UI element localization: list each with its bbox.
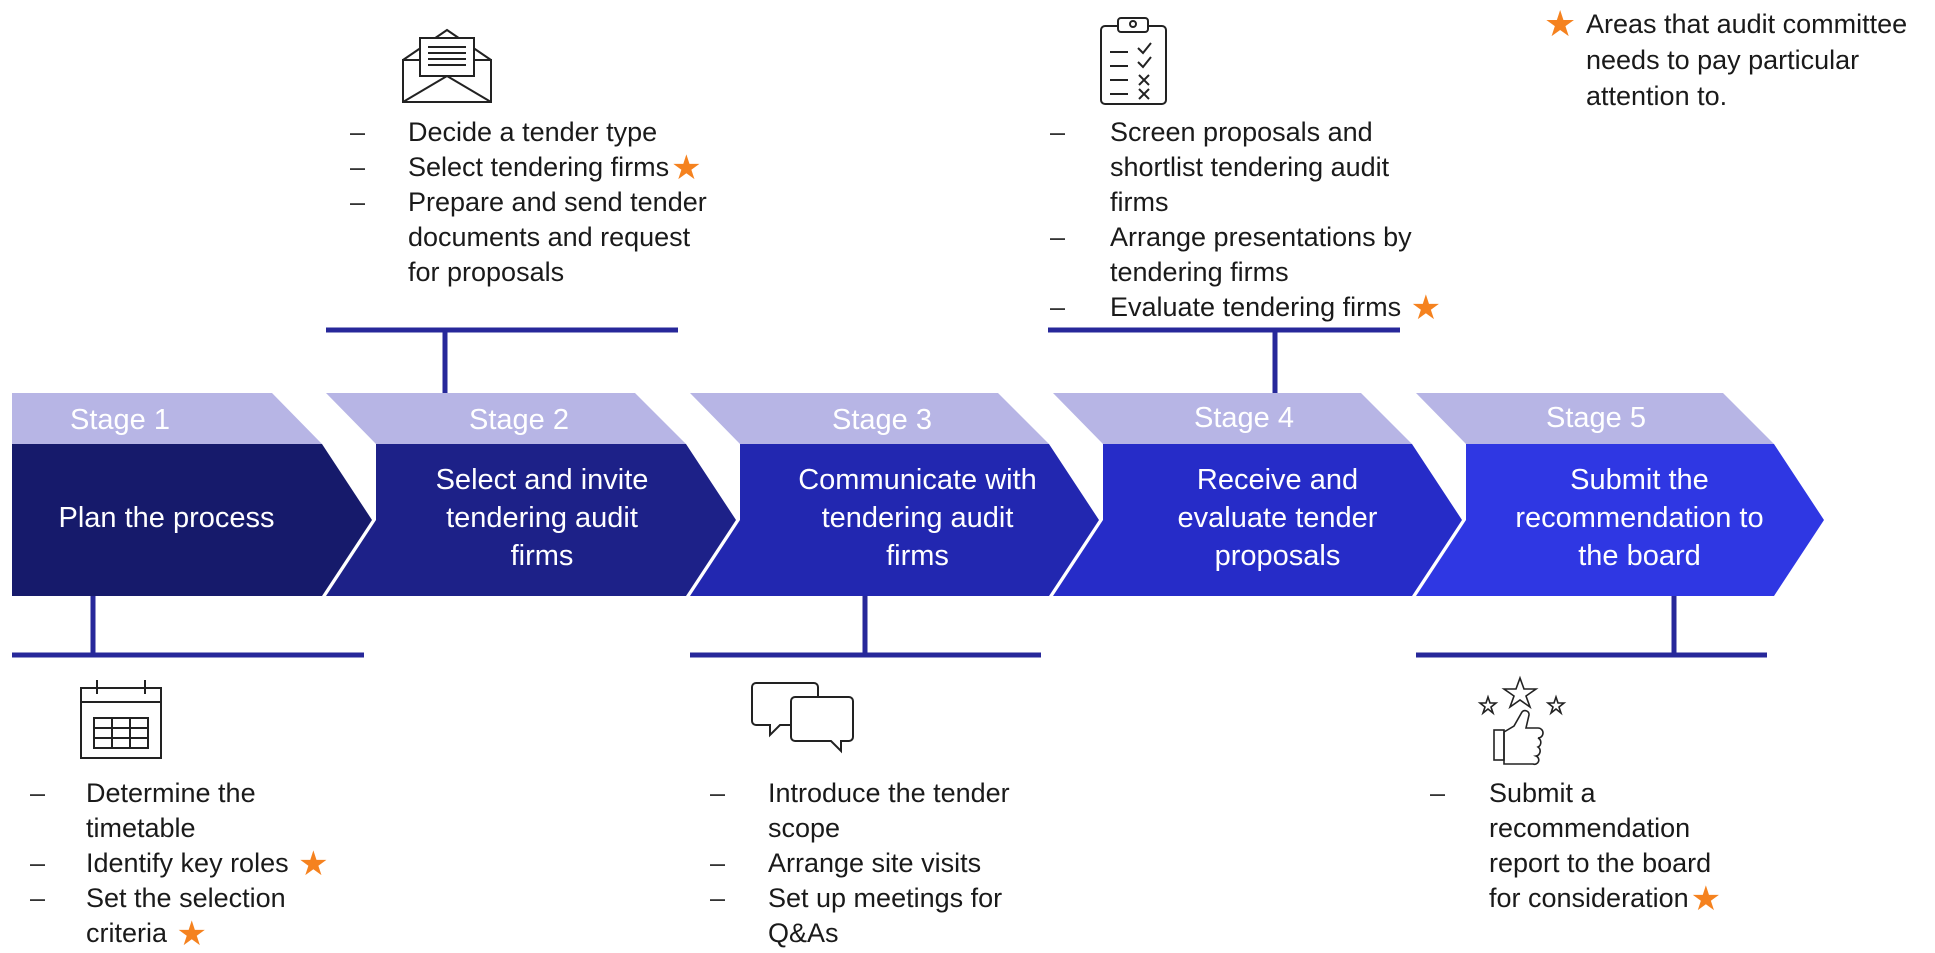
stage-4-task-list: –Screen proposals and shortlist tenderin… <box>1050 115 1470 325</box>
stage-5-chevron <box>1416 444 1824 596</box>
list-item: –Introduce the tender scope <box>710 778 1010 843</box>
star-icon: ★ <box>1544 3 1577 44</box>
list-item: –Identify key roles ★ <box>30 845 329 883</box>
stage-2-task-list: –Decide a tender type –Select tendering … <box>350 115 720 290</box>
stage-5-band <box>1416 393 1774 444</box>
list-item: –Arrange presentations by tendering firm… <box>1050 222 1412 287</box>
thumbs-up-stars-icon <box>1477 675 1567 766</box>
clipboard-checklist-icon <box>1100 17 1167 105</box>
stage-1-band <box>12 393 322 444</box>
list-item: –Arrange site visits <box>710 848 982 878</box>
list-item: –Decide a tender type <box>350 117 658 147</box>
stage-1-task-list: –Determine the timetable –Identify key r… <box>30 776 360 951</box>
list-item: –Determine the timetable <box>30 778 256 843</box>
list-item: –Select tendering firms★ <box>350 149 702 187</box>
stage-5-label: Stage 5 <box>1546 402 1646 434</box>
list-item: –Prepare and send tender documents and r… <box>350 187 707 287</box>
stage-3-title: Communicate with tendering audit firms <box>798 464 1037 572</box>
legend-text: Areas that audit committee needs to pay … <box>1586 9 1908 111</box>
stage-2-title: Select and invite tendering audit firms <box>435 464 649 572</box>
stage-4-chevron <box>1053 444 1462 596</box>
list-item: –Screen proposals and shortlist tenderin… <box>1050 117 1390 217</box>
list-item: –Set the selection criteria ★ <box>30 883 286 953</box>
star-icon: ★ <box>1410 289 1442 327</box>
star-icon: ★ <box>671 149 702 187</box>
star-icon: ★ <box>1690 880 1722 918</box>
calendar-icon <box>80 680 162 759</box>
envelope-icon <box>402 28 492 103</box>
stage-5-task-list: –Submit a recommendation report to the b… <box>1430 776 1760 916</box>
stage-4-label: Stage 4 <box>1194 402 1294 434</box>
star-icon: ★ <box>298 845 329 883</box>
stage-3-label: Stage 3 <box>832 404 932 436</box>
list-item: –Set up meetings for Q&As <box>710 883 1003 948</box>
stage-2-chevron <box>326 444 736 596</box>
stage-1-label: Stage 1 <box>70 404 170 436</box>
stage-5-title: Submit the recommendation to the board <box>1515 464 1764 572</box>
chat-bubbles-icon <box>751 682 854 754</box>
stage-3-chevron <box>690 444 1099 596</box>
star-icon: ★ <box>176 915 208 953</box>
stage-3-band <box>690 393 1049 444</box>
stage-4-title: Receive and evaluate tender proposals <box>1177 464 1378 572</box>
stage-4-band <box>1053 393 1412 444</box>
stage-1-chevron <box>12 444 372 596</box>
stage-2-label: Stage 2 <box>469 404 569 436</box>
stage-1-title: Plan the process <box>58 502 275 534</box>
list-item: –Submit a recommendation report to the b… <box>1430 778 1722 918</box>
list-item: –Evaluate tendering firms ★ <box>1050 289 1442 327</box>
stage-2-band <box>326 393 686 444</box>
stage-3-task-list: –Introduce the tender scope –Arrange sit… <box>710 776 1060 951</box>
